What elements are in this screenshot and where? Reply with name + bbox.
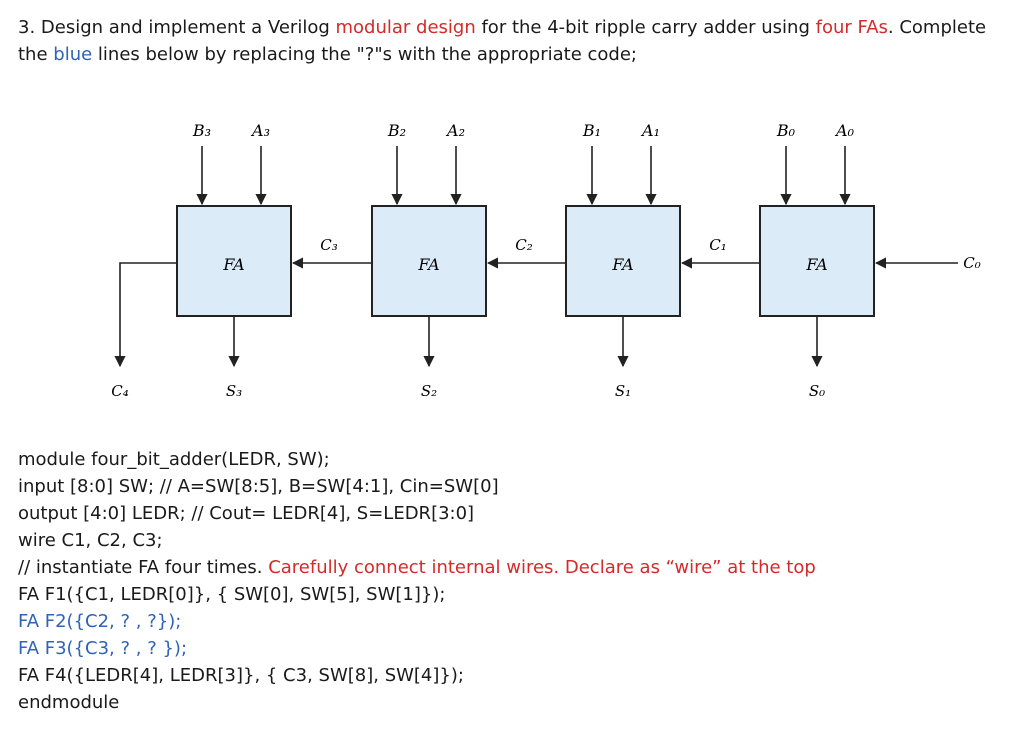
ripple-carry-adder-diagram: FA FA FA FA B₃ A₃ B₂ A₂ B₁ A₁ B₀ A₀ C₃ C… (111, 121, 981, 400)
question-part-2: for the 4-bit ripple carry adder using (475, 17, 816, 38)
carry-in-label: C₀ (963, 254, 981, 272)
input-arrows (196, 146, 851, 206)
input-a2-label: A₂ (445, 121, 465, 140)
question-part-1: 3. Design and implement a Verilog (18, 17, 336, 38)
input-a3-label: A₃ (250, 121, 270, 140)
highlight-modular-design: modular design (335, 17, 476, 38)
code-line-output: output [4:0] LEDR; // Cout= LEDR[4], S=L… (18, 503, 475, 524)
code-line-f1: FA F1({C1, LEDR[0]}, { SW[0], SW[5], SW[… (18, 584, 446, 605)
sum-s1-label: S₁ (615, 382, 631, 400)
fa-label-0: FA (805, 255, 827, 274)
sum-s2-label: S₂ (421, 382, 437, 400)
fa-box-2 (371, 205, 487, 317)
input-b0-label: B₀ (776, 121, 796, 140)
carry-c1-label: C₁ (709, 236, 727, 254)
fa-label-3: FA (222, 255, 244, 274)
sum-s0-label: S₀ (809, 382, 825, 400)
highlight-blue: blue (53, 44, 93, 65)
fa-label-1: FA (611, 255, 633, 274)
question-part-3: . Complete the (18, 17, 987, 65)
full-adder-0: FA (759, 205, 875, 317)
full-adder-2: FA (371, 205, 487, 317)
fa-label-2: FA (417, 255, 439, 274)
code-line-input: input [8:0] SW; // A=SW[8:5], B=SW[4:1],… (18, 476, 499, 497)
code-line-comment: // instantiate FA four times. Carefully … (18, 554, 816, 581)
code-line-f3: FA F3({C3, ? , ? }); (18, 638, 188, 659)
code-line-wire: wire C1, C2, C3; (18, 530, 163, 551)
input-b1-label: B₁ (582, 121, 601, 140)
input-a0-label: A₀ (834, 121, 855, 140)
input-b3-label: B₃ (192, 121, 211, 140)
carry-c2-label: C₂ (515, 236, 533, 254)
carry-out-label: C₄ (111, 382, 129, 400)
input-b2-label: B₂ (387, 121, 406, 140)
fa-box-0 (759, 205, 875, 317)
comment-part-1: // instantiate FA four times. (18, 557, 269, 578)
fa-box-1 (565, 205, 681, 317)
highlight-four-fas: four FAs (815, 17, 888, 38)
fa-box-3 (176, 205, 292, 317)
code-line-endmodule: endmodule (18, 692, 120, 713)
sum-arrows (228, 316, 823, 368)
verilog-code-block: module four_bit_adder(LEDR, SW); input [… (18, 446, 816, 716)
carry-c3-label: C₃ (320, 236, 338, 254)
full-adder-1: FA (565, 205, 681, 317)
question-part-4: lines below by replacing the "?"s with t… (92, 44, 637, 65)
code-line-f4: FA F4({LEDR[4], LEDR[3]}, { C3, SW[8], S… (18, 665, 464, 686)
input-a1-label: A₁ (640, 121, 660, 140)
comment-instruction: Carefully connect internal wires. Declar… (268, 557, 816, 578)
sum-s3-label: S₃ (226, 382, 242, 400)
code-line-f2: FA F2({C2, ? , ?}); (18, 611, 182, 632)
carry-out-arrow (114, 262, 177, 368)
full-adder-3: FA (176, 205, 292, 317)
code-line-module: module four_bit_adder(LEDR, SW); (18, 449, 330, 470)
question-text: 3. Design and implement a Verilog modula… (18, 14, 1018, 68)
